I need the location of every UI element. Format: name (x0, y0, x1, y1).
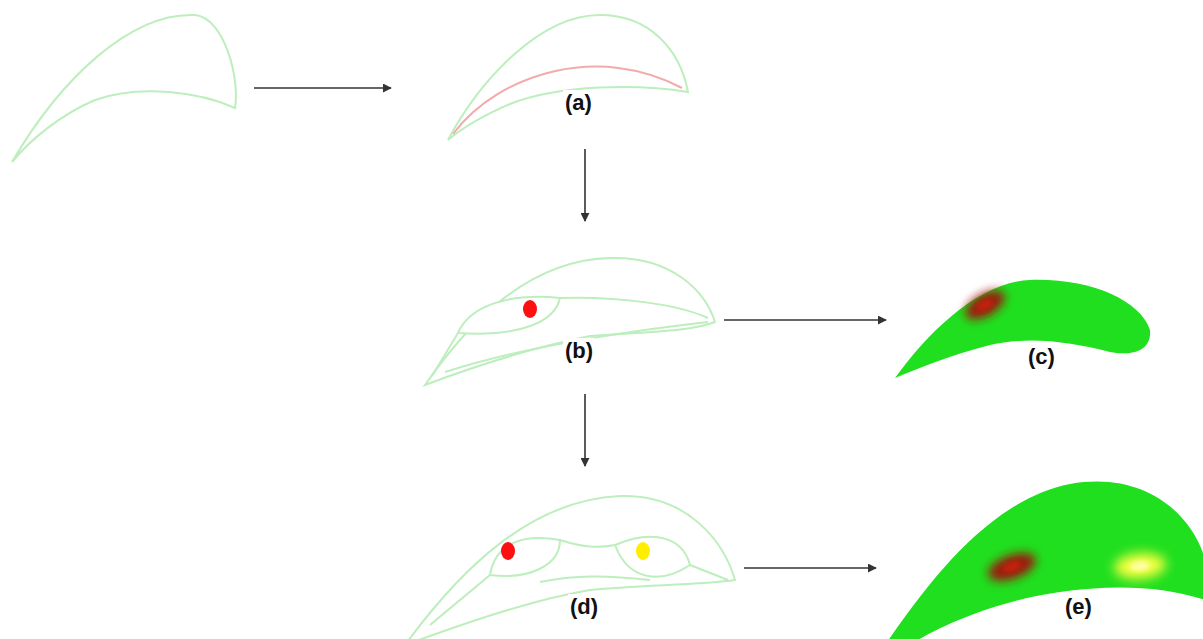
cell-drawing (420, 225, 720, 390)
inner-line (430, 575, 490, 625)
yellow-dot (636, 542, 650, 560)
inner-line (560, 298, 708, 318)
cell-drawing (5, 10, 250, 170)
red-blur (984, 547, 1039, 587)
yellow-blur (1130, 560, 1151, 572)
cell-node: (a) (395, 10, 690, 145)
inner-line (560, 540, 615, 547)
cell-node: (d) (400, 470, 740, 639)
red-blur (960, 284, 1009, 325)
flow-arrow (584, 149, 586, 221)
yellow-blur (1113, 551, 1167, 581)
inclusion-outline (490, 538, 560, 576)
cell-outline (12, 15, 236, 162)
flow-arrow (584, 394, 586, 466)
panel-label: (d) (568, 594, 600, 620)
panel-label: (a) (563, 90, 594, 116)
red-blur (975, 296, 996, 314)
flow-arrow (724, 319, 886, 321)
flow-arrow (254, 87, 391, 89)
green-cell (895, 280, 1150, 378)
red-dot (501, 542, 515, 560)
cell-node (5, 10, 250, 170)
cell-outline (405, 496, 735, 639)
cell-node: (b) (420, 225, 720, 390)
cell-drawing (880, 478, 1203, 639)
inclusion-outline (615, 537, 690, 577)
cell-node: (c) (890, 275, 1155, 385)
cell-drawing (395, 10, 690, 145)
red-dot (523, 300, 537, 318)
cell-node: (e) (880, 478, 1203, 639)
red-blur (1001, 559, 1023, 575)
flow-arrow (744, 567, 876, 569)
panel-label: (e) (1063, 594, 1094, 620)
inner-line (690, 565, 728, 580)
cell-outline (448, 15, 688, 140)
cell-outline (425, 258, 715, 385)
panel-label: (b) (563, 338, 595, 364)
green-cell (885, 482, 1203, 639)
inner-line (540, 576, 650, 582)
inclusion-outline (458, 297, 560, 334)
pink-streak (453, 67, 682, 134)
cell-drawing (890, 275, 1155, 385)
panel-label: (c) (1026, 344, 1057, 370)
